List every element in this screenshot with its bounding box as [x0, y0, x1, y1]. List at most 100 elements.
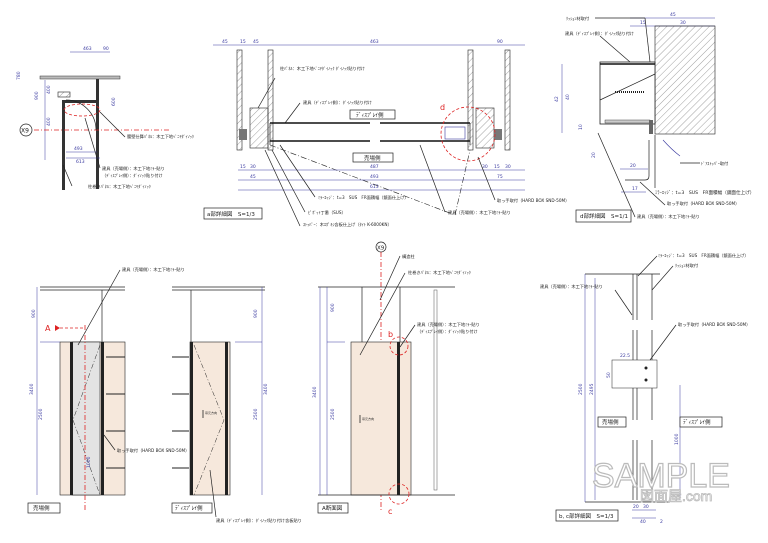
- dim: 15: [240, 39, 246, 45]
- section-a: X9 900 3400 2500 b c 吊元方向 構造柱 柱巻きﾊﾟﾈﾙ：木工…: [312, 241, 480, 516]
- note: ﾐﾗｰｴｯｼﾞ：t=3 SUS FR面積幅（鏡面仕上げ）: [318, 194, 409, 201]
- grid-marker: [19, 123, 33, 137]
- dim: 2: [660, 519, 663, 525]
- dim: 463: [83, 46, 92, 52]
- note: （ﾃﾞｨｽﾌﾟﾚｲ側）：ﾀﾞｲﾉｯｸ貼り付け: [417, 328, 478, 335]
- section-a-title: [317, 502, 349, 514]
- callout-d: d: [440, 103, 445, 112]
- dim: 22.5: [620, 353, 630, 359]
- dim: 50: [606, 372, 612, 378]
- detail-d-title-text: d部詳細図 S=1/1: [580, 212, 628, 220]
- dim: 30: [643, 504, 649, 510]
- detail-bc: 2500 2495 22.5 50 1000 20 30 40 2 売場側 ﾃﾞ…: [540, 252, 750, 525]
- hinge-tag: 吊元方向: [205, 410, 217, 415]
- dim: 493: [74, 146, 83, 152]
- note: 建具（売場側）：木工下地ﾐﾗｰ貼り: [102, 165, 165, 172]
- dim: 2495: [589, 383, 595, 395]
- note: ｸｯｼｮﾝ材取付: [566, 15, 589, 22]
- dim: 1000: [674, 433, 680, 445]
- grid-label: X9: [21, 128, 29, 135]
- dim: 30: [482, 164, 488, 170]
- note: ｸｯｼｮﾝ材取付: [675, 262, 698, 269]
- dim: 2500: [578, 383, 584, 395]
- note: 構造柱: [402, 253, 415, 260]
- elevation-sales-title-text: 売場側: [33, 504, 50, 512]
- note: 取っ手取付（HARD BOX SND-50M）: [497, 197, 569, 204]
- grid-label: X9: [377, 246, 385, 252]
- dim: 15: [494, 164, 500, 170]
- note: 建具（ﾃﾞｨｽﾌﾟﾚｲ側）：ﾀﾞｲﾉｯｸ貼り付け: [303, 99, 372, 106]
- dim: 3400: [312, 386, 318, 398]
- note: 取っ手取付（HARD BOX SND-50M）: [117, 447, 189, 454]
- dim: 780: [16, 71, 22, 80]
- dim: 493: [370, 174, 379, 180]
- dim: 40: [640, 519, 646, 525]
- note: 建具（売場側）：木工下地ﾐﾗｰ貼り: [417, 321, 480, 328]
- note: ﾐﾗｰｴｯｼﾞ：t=3 SUS FR面積幅（鏡面仕上げ）: [658, 252, 749, 259]
- dim: 400: [46, 85, 52, 94]
- callout-b: b: [388, 330, 393, 339]
- detail-a-title: [203, 207, 263, 220]
- display-side-text: ﾃﾞｨｽﾌﾟﾚｲ側: [356, 111, 384, 119]
- detail-a-title-text: a部詳細図 S=1/3: [207, 210, 255, 218]
- note: ﾐﾗｰｴｯｼﾞ：t=3 SUS FR面積幅（鏡面仕上げ）: [655, 189, 754, 196]
- elevation-display-title-text: ﾃﾞｨｽﾌﾟﾚｲ側: [175, 504, 203, 512]
- note: 取っ手取付（HARD BOX SND-50M）: [678, 321, 750, 328]
- dim: 15: [640, 20, 646, 26]
- dim: 20: [591, 152, 597, 158]
- dim: 900: [34, 91, 40, 100]
- note: 建具（ﾃﾞｨｽﾌﾟﾚｲ側）：ﾀﾞｲﾉｯｸ貼り付け含板貼り: [216, 517, 302, 524]
- elevation-display-title: [171, 502, 213, 514]
- note: （ﾃﾞｨｽﾌﾟﾚｲ側）：ﾀﾞｲﾉｯｸ貼り付け: [102, 172, 163, 179]
- dim: 463: [370, 39, 379, 45]
- sales-side-label: [597, 416, 627, 428]
- dim: 75: [497, 174, 503, 180]
- dim: 90: [103, 46, 109, 52]
- dim: 40: [565, 94, 571, 100]
- detail-d: 45 15 30 42 40 10 20 20 17 ｸｯｼｮﾝ材取付 建具（ﾃ…: [554, 12, 754, 223]
- callout-c: c: [388, 507, 392, 516]
- dim: 900: [253, 309, 259, 318]
- dim: 2500: [38, 408, 44, 420]
- dim: 45: [222, 39, 228, 45]
- sample-watermark: SAMPLE 図面屋.com: [591, 456, 730, 504]
- note: 腰壁仕舞ﾊﾟﾈﾙ：木工下地ﾍﾞﾆﾔﾀﾞｲﾉｯｸ: [127, 133, 194, 140]
- display-side-label: [349, 109, 396, 120]
- dim: 613: [76, 159, 85, 165]
- dim: 2500: [253, 408, 259, 420]
- note: ｽﾄｯﾊﾟｰ：木ｴﾎﾟｷｼ含板仕上げ（ﾀｲﾄ K-6000KN）: [303, 221, 392, 228]
- dim: 487: [370, 164, 379, 170]
- dim: 45: [670, 12, 676, 18]
- dim: 3400: [263, 383, 269, 395]
- note: ﾋﾟﾎﾞｯﾄ丁番（SUS）: [308, 209, 346, 216]
- sales-side-text: 売場側: [364, 154, 381, 162]
- dim: 10: [578, 124, 584, 130]
- hinge-tag: 吊元方向: [362, 416, 374, 421]
- dim: 30: [505, 164, 511, 170]
- display-side-text: ﾃﾞｨｽﾌﾟﾚｲ側: [683, 418, 711, 426]
- dim: 600: [111, 97, 117, 106]
- dim: 900: [31, 309, 37, 318]
- note: 柱巻きﾊﾟﾈﾙ：木工下地ﾍﾞﾆﾔﾀﾞｲﾉｯｸ: [408, 269, 471, 276]
- plan-view: 463 90 900 400 400 600 493 613 780 X9 腰壁…: [16, 46, 194, 190]
- dim: 17: [632, 186, 638, 192]
- dim: 45: [253, 39, 259, 45]
- section-marker-a: A: [45, 324, 51, 333]
- display-side-label: [679, 416, 723, 428]
- elevation-display-side: 吊元方向 900 3400 2500 建具（ﾃﾞｨｽﾌﾟﾚｲ側）：ﾀﾞｲﾉｯｸ貼…: [171, 286, 302, 524]
- note: ﾄﾞｱｽﾄｯﾊﾟｰ取付: [701, 160, 728, 167]
- watermark-main: SAMPLE: [592, 457, 730, 495]
- dim: 90: [497, 39, 503, 45]
- note: 建具（ﾃﾞｨｽﾌﾟﾚｲ側）：ﾀﾞｲﾉｯｸ貼り付け: [565, 30, 634, 37]
- detail-d-title: [575, 209, 632, 223]
- watermark-sub: 図面屋.com: [640, 488, 712, 504]
- note: 建具（売場側）：木工下地ﾐﾗｰ貼り: [448, 209, 511, 216]
- dim: 2500: [330, 408, 336, 420]
- dim: 613: [370, 184, 379, 190]
- detail-a: 45 15 45 463 90 ﾃﾞｨｽﾌﾟﾚｲ側 売場側 d 15 30 48…: [203, 39, 569, 228]
- note: 建具（売場側）：木工下地ﾐﾗｰ貼り: [540, 283, 603, 290]
- dim: 400: [46, 117, 52, 126]
- dim: 3400: [29, 383, 35, 395]
